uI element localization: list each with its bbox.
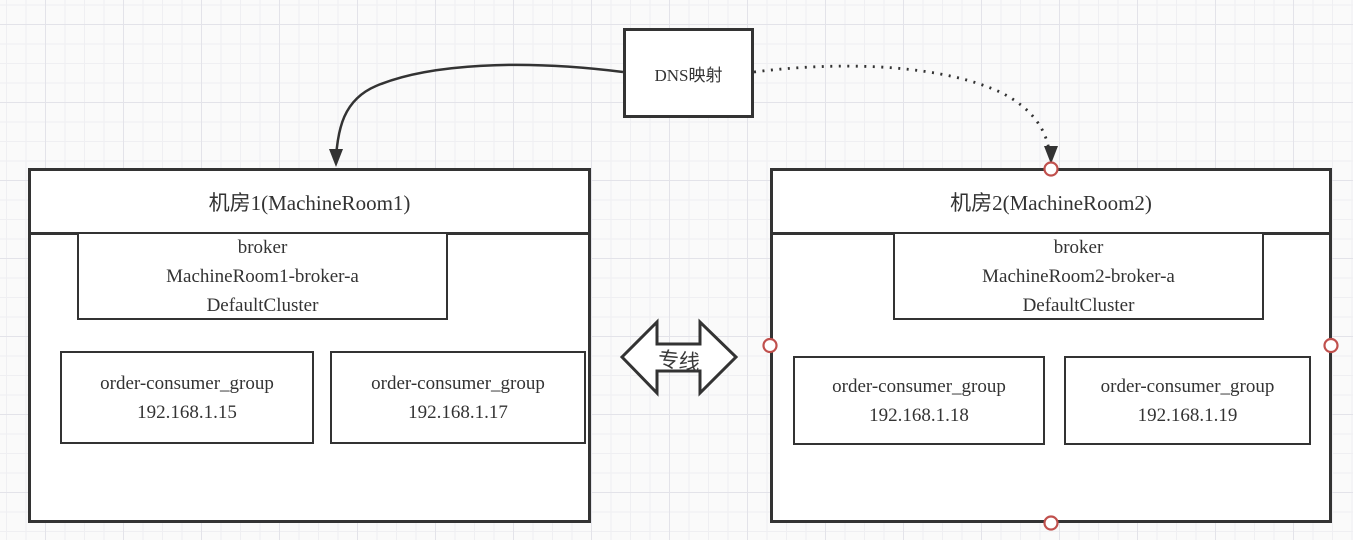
broker-name: MachineRoom2-broker-a [982, 265, 1175, 287]
machine-room-2-body: broker MachineRoom2-broker-a DefaultClus… [773, 232, 1329, 523]
broker-cluster: DefaultCluster [1022, 294, 1135, 316]
consumer-box-room1-b[interactable]: order-consumer_group 192.168.1.17 [330, 351, 586, 444]
dns-to-room1-connector[interactable] [334, 63, 624, 158]
connection-point[interactable] [1043, 161, 1059, 177]
broker-box-room1[interactable]: broker MachineRoom1-broker-a DefaultClus… [77, 232, 448, 320]
connection-point[interactable] [1043, 515, 1059, 531]
consumer-ip: 192.168.1.19 [1137, 404, 1238, 426]
dedicated-line-arrow[interactable] [619, 318, 739, 397]
consumer-group-name: order-consumer_group [832, 375, 1006, 397]
broker-label: broker [1053, 236, 1104, 258]
dns-mapping-box[interactable]: DNS映射 [623, 28, 754, 118]
dns-to-room2-connector[interactable] [753, 64, 1051, 151]
broker-label: broker [237, 236, 288, 258]
broker-cluster: DefaultCluster [206, 294, 319, 316]
consumer-ip: 192.168.1.18 [869, 404, 969, 426]
consumer-ip: 192.168.1.17 [408, 401, 508, 423]
connection-point[interactable] [1323, 337, 1339, 354]
consumer-group-name: order-consumer_group [371, 372, 545, 394]
consumer-box-room1-a[interactable]: order-consumer_group 192.168.1.15 [60, 351, 314, 444]
consumer-group-name: order-consumer_group [1100, 375, 1275, 397]
consumer-box-room2-a[interactable]: order-consumer_group 192.168.1.18 [793, 356, 1045, 445]
machine-room-1-title: 机房1(MachineRoom1) [31, 171, 588, 235]
connection-point[interactable] [762, 337, 778, 354]
broker-box-room2[interactable]: broker MachineRoom2-broker-a DefaultClus… [893, 232, 1264, 320]
machine-room-1-body: broker MachineRoom1-broker-a DefaultClus… [31, 232, 588, 523]
machine-room-2-title: 机房2(MachineRoom2) [773, 171, 1329, 235]
consumer-group-name: order-consumer_group [100, 372, 274, 394]
machine-room-2[interactable]: 机房2(MachineRoom2) broker MachineRoom2-br… [770, 168, 1332, 523]
consumer-box-room2-b[interactable]: order-consumer_group 192.168.1.19 [1064, 356, 1311, 445]
broker-name: MachineRoom1-broker-a [166, 265, 359, 287]
dns-mapping-label: DNS映射 [654, 65, 723, 85]
machine-room-1[interactable]: 机房1(MachineRoom1) broker MachineRoom1-br… [28, 168, 591, 523]
consumer-ip: 192.168.1.15 [137, 401, 237, 423]
